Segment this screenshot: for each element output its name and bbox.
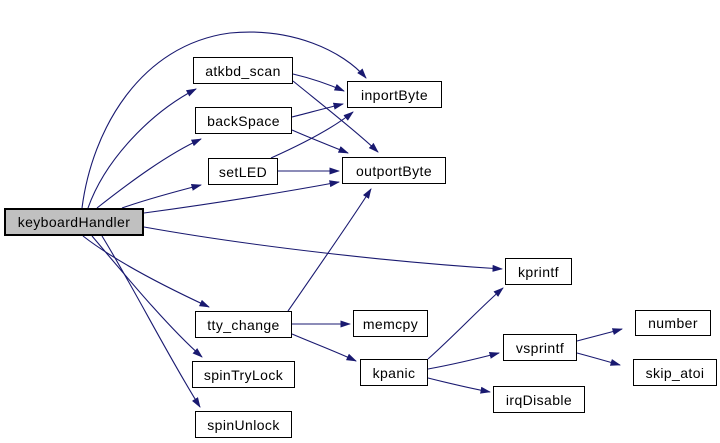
node-label-tty_change: tty_change — [207, 316, 280, 333]
node-spinTryLock[interactable]: spinTryLock — [192, 361, 295, 388]
node-backSpace[interactable]: backSpace — [195, 107, 292, 134]
node-vsprintf[interactable]: vsprintf — [503, 334, 577, 361]
node-inportByte[interactable]: inportByte — [347, 81, 442, 108]
edge-tty_change-to-outportByte — [287, 188, 372, 312]
edge-keyboardHandler-to-outportByte — [143, 180, 340, 214]
node-kpanic[interactable]: kpanic — [360, 359, 428, 386]
edge-keyboardHandler-to-atkbd_scan — [87, 88, 197, 209]
node-label-inportByte: inportByte — [360, 86, 429, 103]
edge-kpanic-to-irqDisable — [427, 377, 491, 394]
node-label-vsprintf: vsprintf — [515, 339, 565, 356]
edge-vsprintf-to-number — [576, 328, 623, 342]
edge-keyboardHandler-to-kprintf — [143, 226, 503, 272]
node-label-kprintf: kprintf — [518, 263, 559, 280]
edge-kpanic-to-vsprintf — [427, 352, 500, 370]
node-atkbd_scan[interactable]: atkbd_scan — [193, 57, 293, 84]
node-irqDisable[interactable]: irqDisable — [493, 386, 585, 413]
node-label-backSpace: backSpace — [207, 112, 280, 129]
call-edges — [81, 31, 623, 408]
edge-backSpace-to-inportByte — [291, 102, 344, 118]
node-label-spinTryLock: spinTryLock — [203, 366, 284, 383]
node-setLED[interactable]: setLED — [208, 158, 278, 185]
node-tty_change[interactable]: tty_change — [195, 311, 292, 338]
edge-keyboardHandler-to-backSpace — [96, 138, 202, 209]
edge-tty_change-to-kpanic — [291, 333, 357, 362]
node-label-irqDisable: irqDisable — [505, 391, 573, 408]
edge-keyboardHandler-to-tty_change — [82, 235, 210, 308]
node-label-spinUnlock: spinUnlock — [207, 416, 280, 433]
node-label-keyboardHandler: keyboardHandler — [17, 214, 131, 230]
node-label-memcpy: memcpy — [362, 315, 419, 332]
node-keyboardHandler: keyboardHandler — [4, 208, 144, 236]
node-kprintf[interactable]: kprintf — [505, 258, 572, 285]
node-label-outportByte: outportByte — [356, 162, 432, 179]
node-label-setLED: setLED — [218, 163, 268, 180]
edge-vsprintf-to-skip_atoi — [576, 352, 621, 366]
node-label-skip_atoi: skip_atoi — [645, 364, 705, 381]
node-memcpy[interactable]: memcpy — [353, 310, 428, 337]
node-label-atkbd_scan: atkbd_scan — [205, 62, 281, 79]
edge-atkbd_scan-to-inportByte — [292, 73, 345, 92]
node-spinUnlock[interactable]: spinUnlock — [195, 411, 292, 438]
edge-keyboardHandler-to-inportByte — [81, 31, 367, 209]
edge-setLED-to-inportByte — [270, 111, 354, 159]
edge-keyboardHandler-to-setLED — [121, 183, 202, 209]
node-label-kpanic: kpanic — [372, 364, 416, 381]
node-label-number: number — [648, 315, 698, 331]
node-outportByte[interactable]: outportByte — [342, 157, 446, 184]
edge-kpanic-to-kprintf — [427, 287, 504, 360]
node-skip_atoi[interactable]: skip_atoi — [633, 359, 717, 386]
edge-keyboardHandler-to-spinUnlock — [101, 235, 201, 408]
edge-keyboardHandler-to-spinTryLock — [91, 235, 203, 358]
edge-atkbd_scan-to-outportByte — [292, 80, 379, 153]
edge-backSpace-to-outportByte — [291, 129, 349, 154]
node-number[interactable]: number — [635, 310, 711, 336]
